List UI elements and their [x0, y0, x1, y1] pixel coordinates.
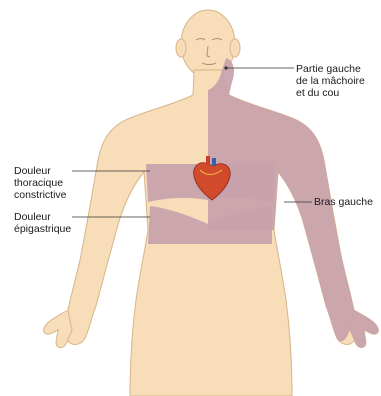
- label-epigastric-pain: Douleur épigastrique: [14, 211, 71, 235]
- label-left-arm: Bras gauche: [314, 196, 373, 208]
- right-hand: [44, 310, 72, 348]
- right-ear: [230, 39, 240, 57]
- label-chest-pain: Douleur thoracique constrictive: [14, 165, 67, 201]
- label-left-jaw-neck: Partie gauche de la mâchoire et du cou: [296, 63, 365, 99]
- left-ear: [176, 39, 186, 57]
